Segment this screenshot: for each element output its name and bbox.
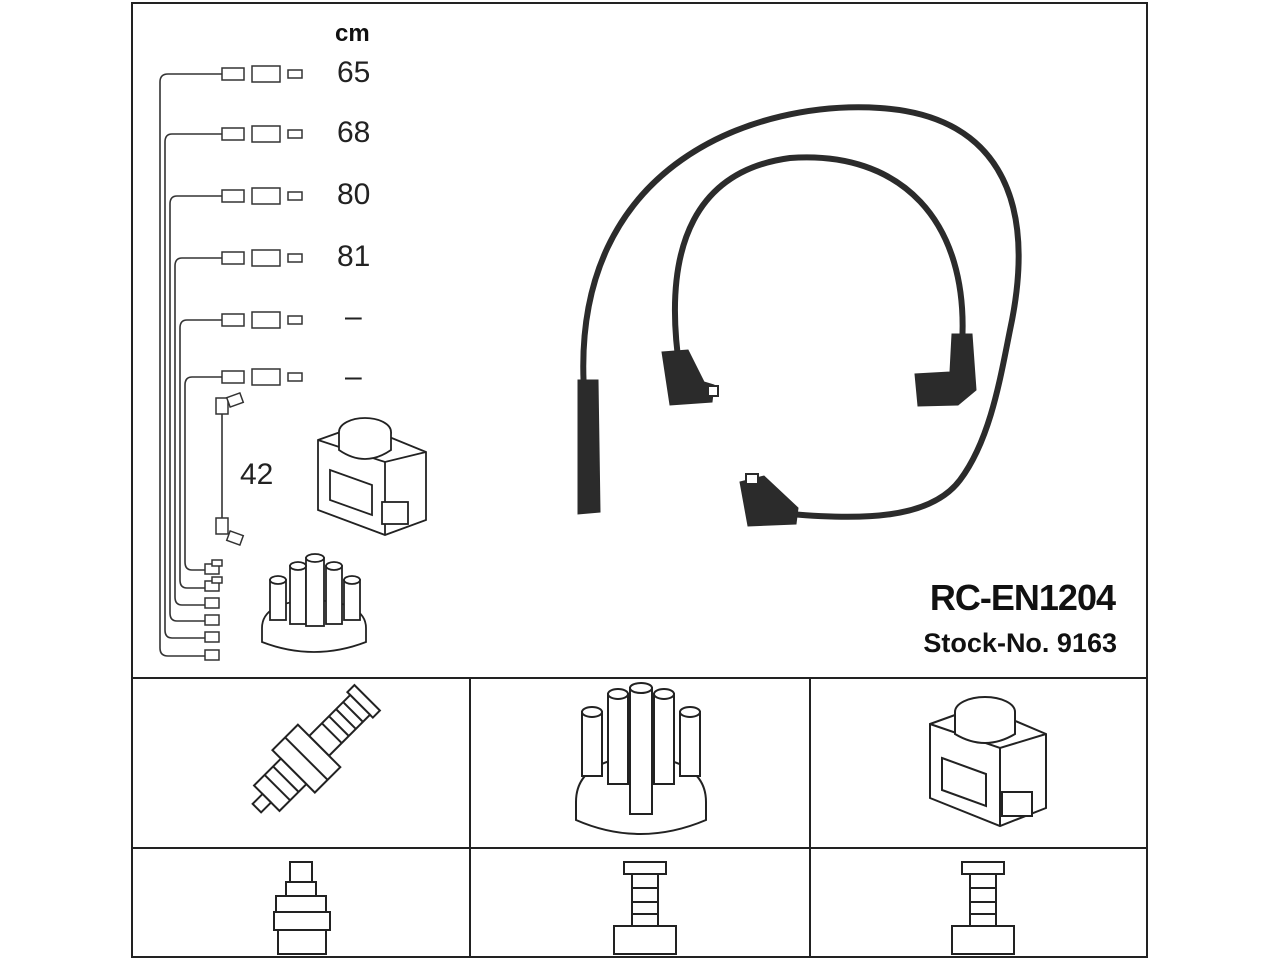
spark-plug-terminal-icon — [273, 861, 331, 955]
lead-connectors — [204, 65, 303, 661]
ignition-coil-icon — [929, 696, 1047, 828]
length-label-2: 68 — [337, 116, 371, 149]
distributor-cap-icon — [575, 682, 707, 835]
distributor-cap-small-icon — [261, 553, 367, 653]
length-label-4: 81 — [337, 240, 371, 273]
ignition-lead-set-icon — [577, 104, 1022, 527]
spark-plug-icon — [251, 683, 382, 814]
length-label-3: 80 — [337, 178, 371, 211]
distributor-terminal-icon — [613, 861, 677, 955]
diagram-frame — [131, 2, 1148, 958]
stock-number: Stock-No. 9163 — [923, 628, 1117, 658]
coil-lead-length-label: 42 — [240, 458, 274, 491]
ignition-coil-small-icon — [317, 417, 427, 536]
unit-label: cm — [335, 20, 370, 47]
length-label-1: 65 — [337, 56, 371, 89]
length-label-6: – — [345, 360, 362, 393]
coil-terminal-icon — [951, 861, 1015, 955]
lead-bundle-schematic — [159, 73, 223, 657]
part-number: RC-EN1204 — [929, 577, 1116, 618]
length-label-5: – — [345, 300, 362, 333]
